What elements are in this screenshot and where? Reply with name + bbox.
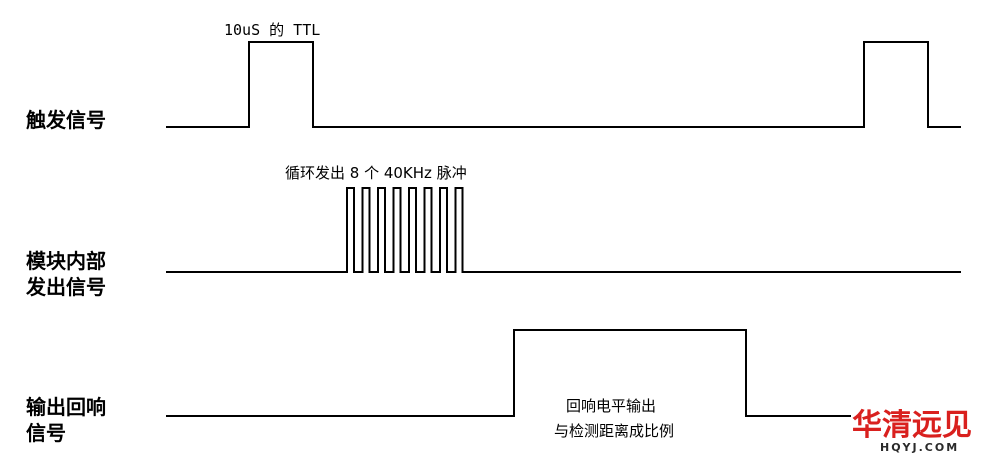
module-signal-label-line2: 发出信号 bbox=[25, 275, 106, 299]
burst-waveform bbox=[166, 187, 961, 273]
watermark-logo: 华清远见 HQYJ.COM bbox=[852, 408, 972, 454]
ttl-pulse-annotation: 10uS 的 TTL bbox=[224, 21, 320, 39]
echo-waveform bbox=[166, 329, 851, 417]
echo-annotation-line1: 回响电平输出 bbox=[566, 397, 656, 415]
watermark-brand: 华清远见 bbox=[852, 408, 972, 443]
echo-signal-label-line2: 信号 bbox=[26, 421, 66, 445]
echo-annotation-line2: 与检测距离成比例 bbox=[554, 422, 674, 440]
module-signal-label-line1: 模块内部 bbox=[26, 249, 106, 273]
burst-annotation: 循环发出 8 个 40KHz 脉冲 bbox=[285, 164, 467, 182]
trigger-signal-label: 触发信号 bbox=[26, 108, 106, 132]
trigger-waveform bbox=[166, 41, 961, 128]
echo-signal-label-line1: 输出回响 bbox=[26, 395, 106, 419]
watermark-site: HQYJ.COM bbox=[880, 441, 959, 454]
